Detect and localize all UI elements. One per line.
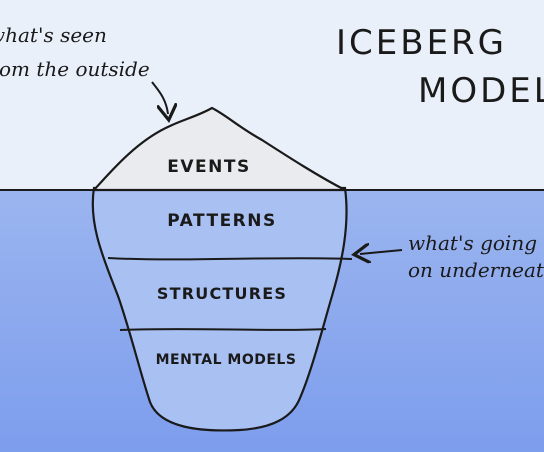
layer-label-events: EVENTS [167,157,250,177]
note-outside-line-2: from the outside [0,57,150,81]
layer-divider-1 [107,257,353,261]
iceberg-underwater-body [91,186,348,432]
layer-divider-2 [119,328,327,331]
title-line-1: ICEBERG [336,23,507,63]
layer-label-mental-models: MENTAL MODELS [156,352,297,368]
arrow-underneath-icon [360,250,403,254]
note-underneath-line-1: what's going [408,231,537,255]
layer-label-patterns: PATTERNS [167,211,277,231]
note-outside-line-1: what's seen [0,23,107,47]
layer-label-structures: STRUCTURES [157,284,287,303]
title-line-2: MODEL [418,71,544,111]
arrow-outside-icon [151,81,168,114]
note-underneath-line-2: on underneath [408,258,544,282]
iceberg-tip [91,106,346,192]
